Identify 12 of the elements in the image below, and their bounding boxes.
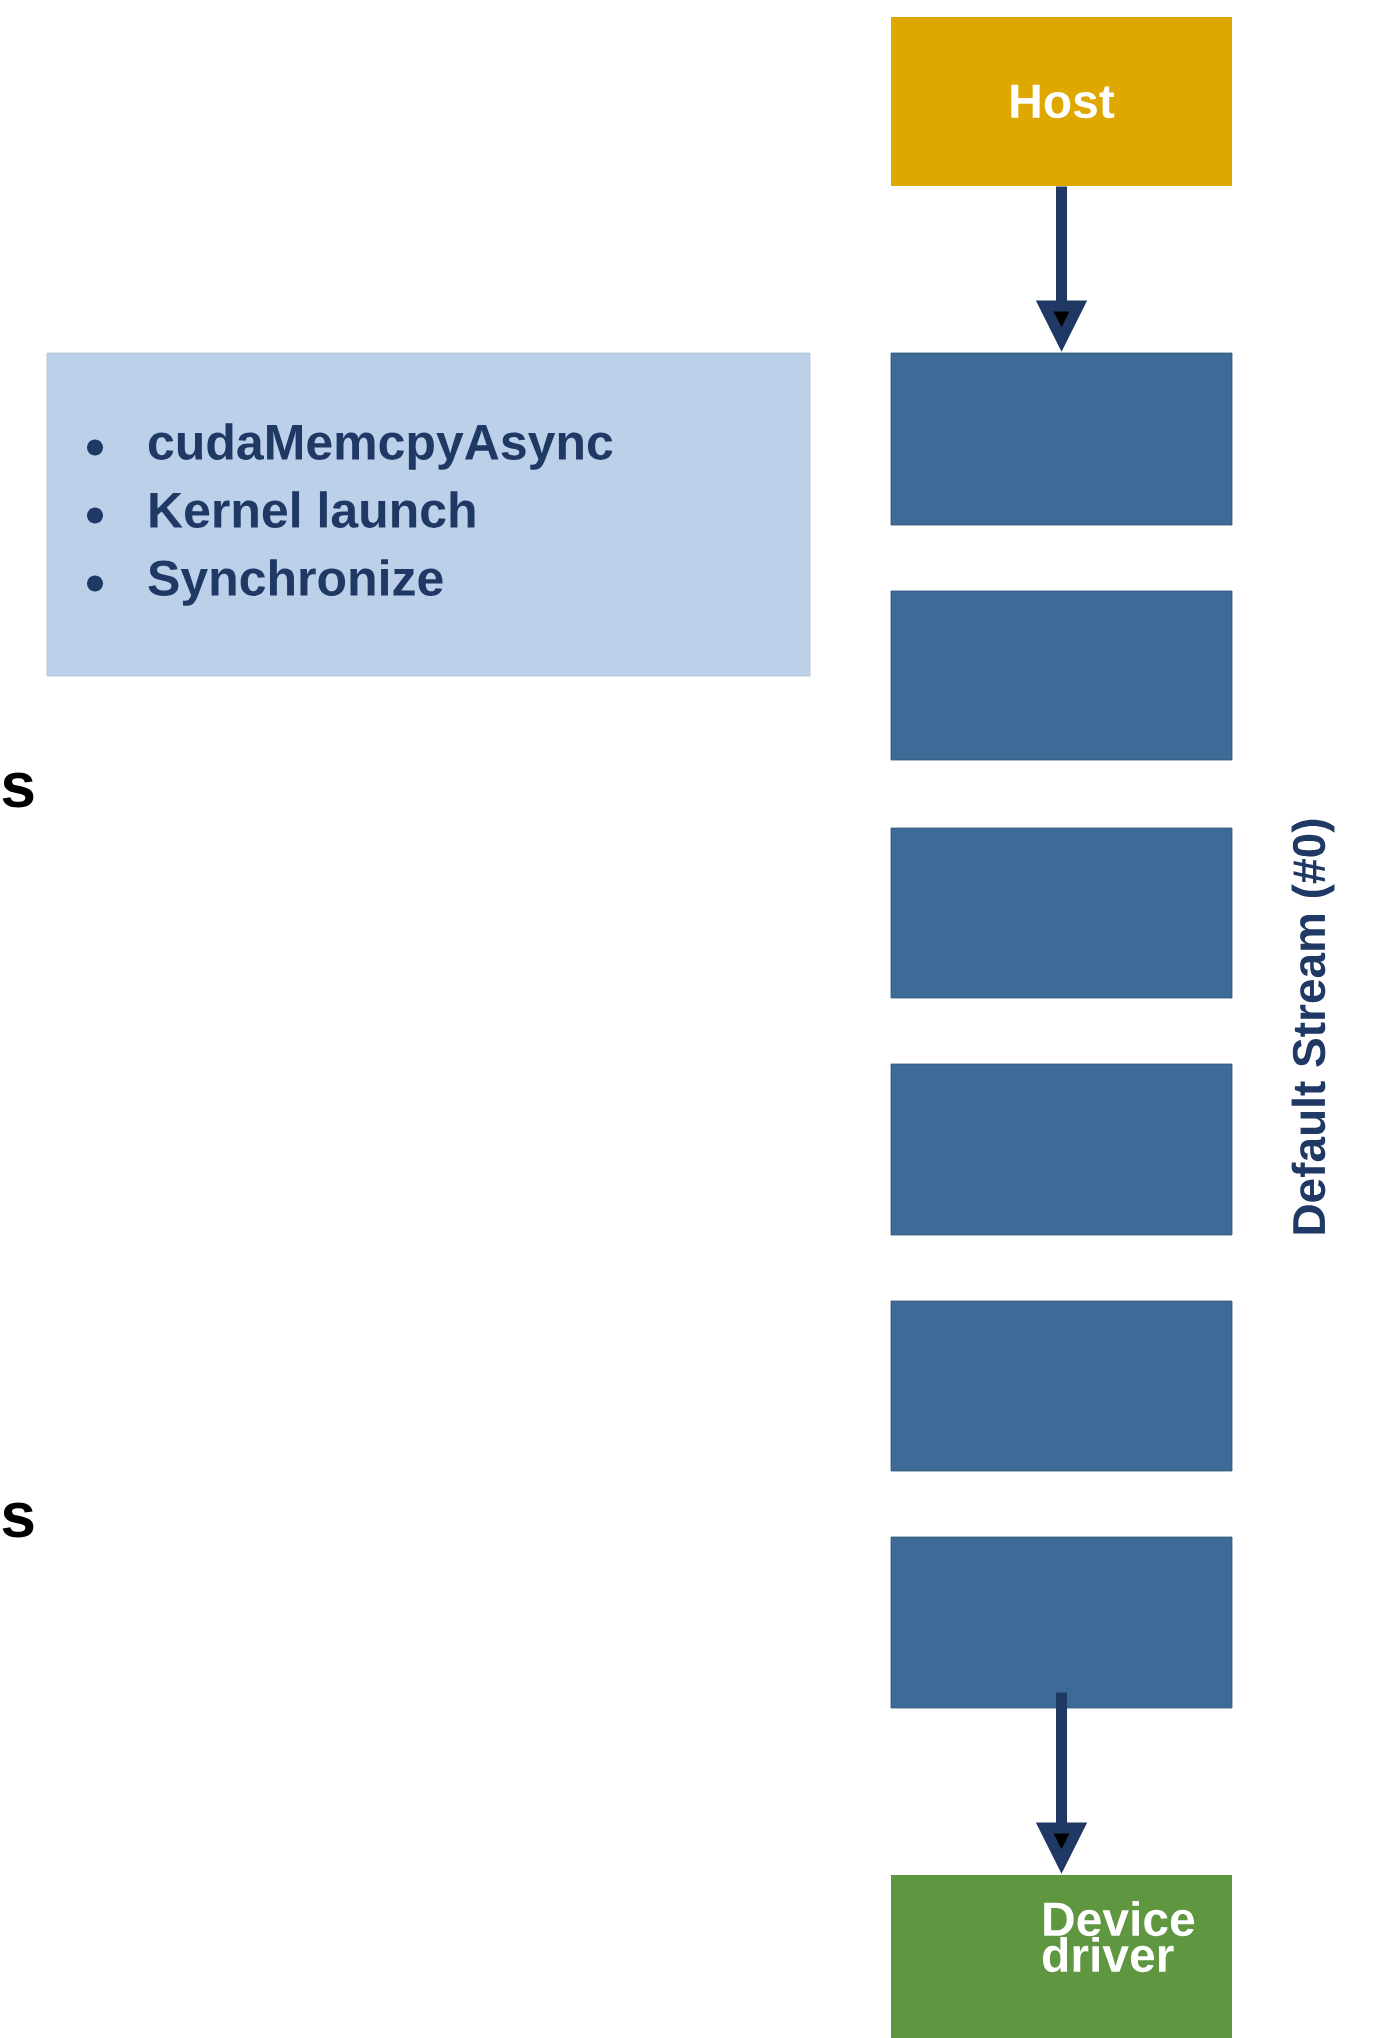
stream-box [890,1300,1233,1472]
host-box: Host [891,17,1232,186]
stream-box [890,1063,1233,1236]
stream-box [890,1536,1233,1709]
letter-fragment: s [2,772,34,808]
letter-fragment: s [2,1502,34,1538]
bullet-list-box: cudaMemcpyAsync Kernel launch Synchronize [46,352,811,677]
stream-box [890,352,1233,526]
stream-box [890,827,1233,999]
stream-box [890,590,1233,761]
vertical-label: Default Stream (#0) [1291,819,1335,1234]
device-box: Device driver [891,1875,1232,2038]
